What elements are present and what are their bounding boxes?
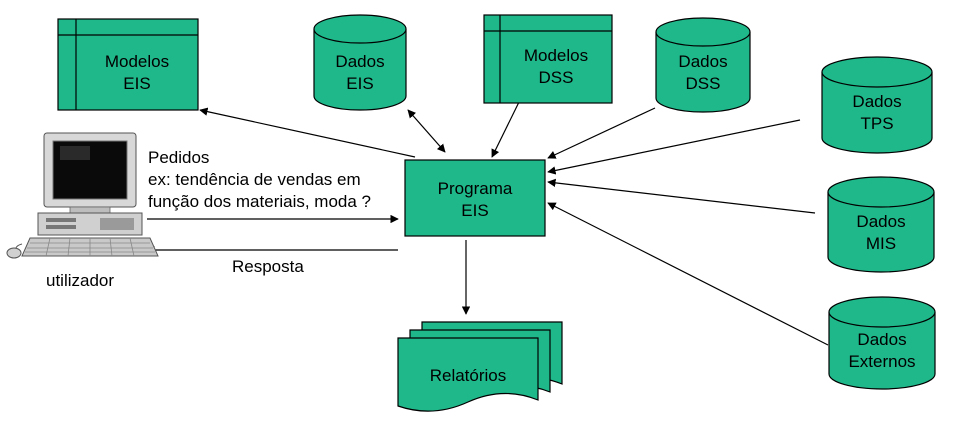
- dados-externos-line2: Externos: [848, 352, 915, 371]
- desktop-computer-icon: [6, 132, 159, 259]
- dados-eis-line2: EIS: [346, 74, 373, 93]
- dados-tps-line2: TPS: [860, 114, 893, 133]
- resposta-label: Resposta: [232, 257, 304, 276]
- dados-externos-line1: Dados: [857, 330, 906, 349]
- arrow-dados-eis-bidirectional: [407, 109, 446, 153]
- arrow-modelos-dss-to-programa: [491, 99, 521, 158]
- dados-externos-cylinder: Dados Externos: [828, 296, 936, 390]
- modelos-eis-line2: EIS: [123, 74, 150, 93]
- utilizador-label: utilizador: [46, 271, 114, 290]
- pedidos-example-line2: função dos materiais, moda ?: [148, 192, 371, 211]
- pedidos-example-line1: ex: tendência de vendas em: [148, 170, 361, 189]
- modelos-dss-line2: DSS: [539, 68, 574, 87]
- dados-eis-cylinder: Dados EIS: [313, 14, 407, 111]
- arrow-dados-tps-to-programa: [547, 119, 801, 175]
- dados-mis-line1: Dados: [856, 212, 905, 231]
- arrow-dados-externos-to-programa: [547, 202, 829, 346]
- modelos-dss-node: Modelos DSS: [483, 14, 613, 104]
- dados-dss-line2: DSS: [686, 74, 721, 93]
- connectors: [146, 99, 829, 346]
- arrow-dados-mis-to-programa: [547, 178, 816, 214]
- modelos-dss-line1: Modelos: [524, 46, 588, 65]
- dados-eis-line1: Dados: [335, 52, 384, 71]
- arrow-programa-to-modelos-eis: [199, 107, 416, 158]
- dados-mis-line2: MIS: [866, 234, 896, 253]
- relatorios-label: Relatórios: [430, 366, 507, 385]
- dados-dss-cylinder: Dados DSS: [655, 17, 751, 113]
- arrow-dados-dss-to-programa: [547, 107, 656, 159]
- dados-tps-line1: Dados: [852, 92, 901, 111]
- pedidos-label: Pedidos: [148, 148, 209, 167]
- dados-tps-cylinder: Dados TPS: [821, 56, 933, 154]
- programa-eis-line1: Programa: [438, 179, 513, 198]
- relatorios-documents: Relatórios: [397, 321, 563, 412]
- programa-eis-node: Programa EIS: [404, 159, 546, 237]
- dados-dss-line1: Dados: [678, 52, 727, 71]
- dados-mis-cylinder: Dados MIS: [827, 176, 935, 273]
- modelos-eis-line1: Modelos: [105, 52, 169, 71]
- modelos-eis-node: Modelos EIS: [57, 18, 199, 111]
- programa-eis-line2: EIS: [461, 201, 488, 220]
